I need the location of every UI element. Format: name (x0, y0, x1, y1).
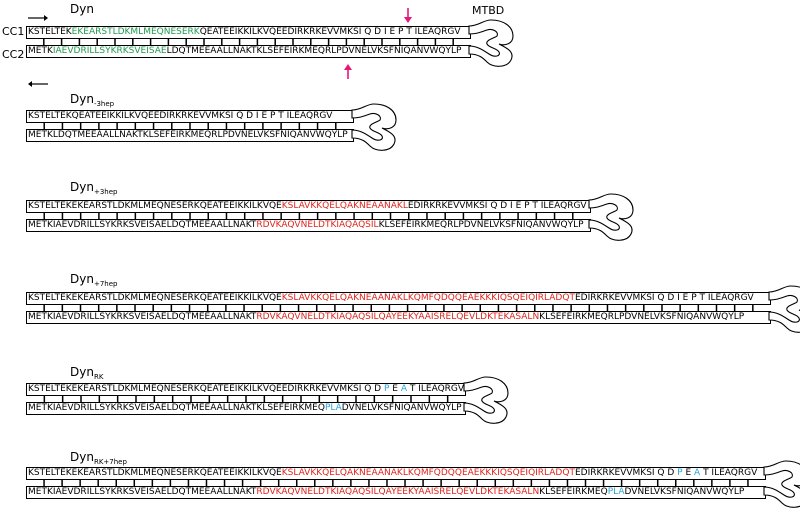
cc1-sequence-segment: KSLAVKKQELQAKNEAANAKLKQMFQDQQEAEKKKIQSQE… (281, 293, 575, 303)
cc2-sequence-segment: DVNELVKSFNIQANVWQYLP (341, 403, 462, 413)
cc1-sequence-segment: E (682, 468, 695, 478)
construct-title: DynRK (70, 365, 103, 381)
mtbd-outline (768, 285, 800, 333)
cc1-sequence-segment: EDIRKRKEVVMKSI Q D I E P T ILEAQRGV (407, 201, 587, 211)
mtbd-glyph (468, 19, 514, 67)
heptad-ladder (43, 396, 449, 402)
construct-title: DynRK+7hep (70, 450, 127, 466)
construct-title-main: Dyn (70, 2, 94, 16)
cc2-sequence-segment: METKIAEVDRILLSYKRKSVEISAELDQTMEEAALLNAKT… (28, 403, 325, 413)
cc1-sequence-segment: KSLAVKKQELQAKNEAANAKLKQMFQDQQEAEKKKIQSQE… (281, 468, 575, 478)
cc2-sequence-segment: LDQTMEEAALLNAKTKLSEFEIRKMEQRLPDVNELVKSFN… (166, 46, 462, 56)
cc2-sequence-segment: KLSEFEIRKMEQRLPDVNELVKSFNIQANVWQYLP (378, 220, 584, 230)
cc1-sequence-segment: A (400, 384, 407, 394)
mtbd-outline (463, 376, 509, 424)
cc1-sequence: KSTELTEKQEATEEIKKILKVQEEDIRKRKEVVMKSI Q … (28, 110, 332, 122)
cc1-sequence-segment: KSTELTEKQEATEEIKKILKVQEEDIRKRKEVVMKSI Q … (28, 111, 333, 121)
heptad-ladder (43, 305, 754, 311)
bottom-residue-marker-arrow (344, 64, 352, 79)
cc1-sequence-segment: EDIRKRKEVVMKSI Q D I E P T ILEAQRGV (574, 293, 754, 303)
cc1-sequence: KSTELTEKEKEARSTLDKMLMEQNESERKQEATEEIKKIL… (28, 200, 587, 212)
construct-title: Dyn+3hep (70, 180, 117, 196)
mtbd-glyph (588, 193, 634, 241)
heptad-ladder (43, 39, 454, 45)
cc2-sequence: METKIAEVDRILLSYKRKSVEISAELDQTMEEAALLNAKT… (28, 311, 744, 323)
cc1-sequence-segment: P (677, 468, 683, 478)
construct-title-subscript: RK (93, 373, 104, 381)
cc1-sequence-segment: KSTELTEKEKEARSTLDKMLMEQNESERKQEATEEIKKIL… (28, 293, 282, 303)
construct-title-subscript: -3hep (93, 100, 115, 108)
cc1-sequence-segment: QEATEEIKKILKVQEEDIRKRKEVVMKSI Q D I E P … (199, 27, 461, 37)
cc2-label: CC2 (2, 48, 25, 61)
cc2-sequence: METKIAEVDRILLSYKRKSVEISAELDQTMEEAALLNAKT… (28, 402, 462, 414)
mtbd-glyph (351, 103, 397, 151)
heptad-ladder (43, 480, 749, 486)
cc2-sequence: METKIAEVDRILLSYKRKSVEISAELDQTMEEAALLNAKT… (28, 219, 584, 231)
cc2-sequence-segment: METKIAEVDRILLSYKRKSVEISAELDQTMEEAALLNAKT (28, 487, 257, 497)
cc2-sequence: METKIAEVDRILLSYKRKSVEISAELDQTMEEAALLNAKT… (28, 45, 461, 57)
mtbd-outline (468, 19, 514, 67)
cc1-sequence-segment: KSTELTEK (28, 27, 72, 37)
cc1-sequence-segment: KSTELTEKEKEARSTLDKMLMEQNESERKQEATEEIKKIL… (28, 384, 384, 394)
cc1-sequence-segment: A (694, 468, 701, 478)
construct-title-main: Dyn (70, 180, 94, 194)
cc2-sequence-segment: METKIAEVDRILLSYKRKSVEISAELDQTMEEAALLNAKT (28, 220, 257, 230)
cc2-sequence-segment: METKIAEVDRILLSYKRKSVEISAELDQTMEEAALLNAKT (28, 312, 257, 322)
cc1-sequence: KSTELTEKEKEARSTLDKMLMEQNESERKQEATEEIKKIL… (28, 467, 757, 479)
cc2-sequence: METKIAEVDRILLSYKRKSVEISAELDQTMEEAALLNAKT… (28, 486, 744, 498)
cc1-sequence: KSTELTEKEKEARSTLDKMLMEQNESERKQEATEEIKKIL… (28, 26, 461, 38)
cc1-sequence-segment: EDIRKRKEVVMKSI Q D (574, 468, 678, 478)
cc2-sequence-segment: KLSEFEIRKMEQRLPDVNELVKSFNIQANVWQYLP (539, 312, 745, 322)
marker-head (404, 17, 412, 23)
construct-title-main: Dyn (70, 450, 94, 464)
cc1-sequence: KSTELTEKEKEARSTLDKMLMEQNESERKQEATEEIKKIL… (28, 292, 754, 304)
cc1-direction-arrow (28, 15, 48, 21)
cc1-sequence-segment: KSTELTEKEKEARSTLDKMLMEQNESERKQEATEEIKKIL… (28, 468, 282, 478)
cc2-direction-arrow (28, 81, 48, 87)
cc1-sequence-segment: T ILEAQRGV (700, 468, 758, 478)
mtbd-outline (351, 103, 397, 151)
cc2-sequence-segment: RDVKAQVNELDTKIAQAQSILQAYEEKYAAISRELQEVLD… (256, 312, 540, 322)
construct-title: Dyn-3hep (70, 92, 114, 108)
construct-title-main: Dyn (70, 272, 94, 286)
mtbd-outline (763, 460, 800, 508)
construct-title-main: Dyn (70, 92, 94, 106)
cc2-sequence-segment: RDVKAQVNELDTKIAQAQSIL (256, 220, 379, 230)
heptad-ladder (43, 213, 574, 219)
construct-title-subscript: +3hep (93, 188, 118, 196)
cc2-sequence-segment: IAEVDRILLSYKRKSVEISAE (52, 46, 167, 56)
cc2-sequence: METKLDQTMEEAALLNAKTKLSEFEIRKMEQRLPDVNELV… (28, 129, 348, 141)
construct-title: Dyn (70, 2, 94, 16)
construct-title-subscript: +7hep (93, 280, 118, 288)
cc2-sequence-segment: DVNELVKSFNIQANVWQYLP (624, 487, 745, 497)
mtbd-label: MTBD (472, 4, 505, 17)
cc1-sequence: KSTELTEKEKEARSTLDKMLMEQNESERKQEATEEIKKIL… (28, 383, 464, 395)
cc1-sequence-segment: E (389, 384, 401, 394)
mtbd-glyph (763, 460, 800, 508)
cc1-sequence-segment: EKEARSTLDKMLMEQNESERK (71, 27, 200, 37)
heptad-ladder (43, 123, 337, 129)
cc2-sequence-segment: METK (28, 46, 53, 56)
mtbd-glyph (768, 285, 800, 333)
cc1-sequence-segment: KSLAVKKQELQAKNEAANAKL (281, 201, 408, 211)
cc2-sequence-segment: PLA (324, 403, 342, 413)
mtbd-outline (588, 193, 634, 241)
cc2-sequence-segment: PLA (607, 487, 625, 497)
cc1-sequence-segment: T ILEAQRGV (407, 384, 465, 394)
mtbd-glyph (463, 376, 509, 424)
cc2-sequence-segment: KLSEFEIRKMEQ (539, 487, 608, 497)
cc2-sequence-segment: METKLDQTMEEAALLNAKTKLSEFEIRKMEQRLPDVNELV… (28, 130, 348, 140)
top-residue-marker-arrow (404, 8, 412, 23)
cc1-label: CC1 (2, 25, 25, 38)
construct-title: Dyn+7hep (70, 272, 117, 288)
cc2-sequence-segment: RDVKAQVNELDTKIAQAQSILQAYEEKYAAISRELQEVLD… (256, 487, 540, 497)
cc1-sequence-segment: KSTELTEKEKEARSTLDKMLMEQNESERKQEATEEIKKIL… (28, 201, 282, 211)
construct-title-subscript: RK+7hep (93, 458, 127, 466)
construct-title-main: Dyn (70, 365, 94, 379)
cc1-sequence-segment: P (383, 384, 390, 394)
